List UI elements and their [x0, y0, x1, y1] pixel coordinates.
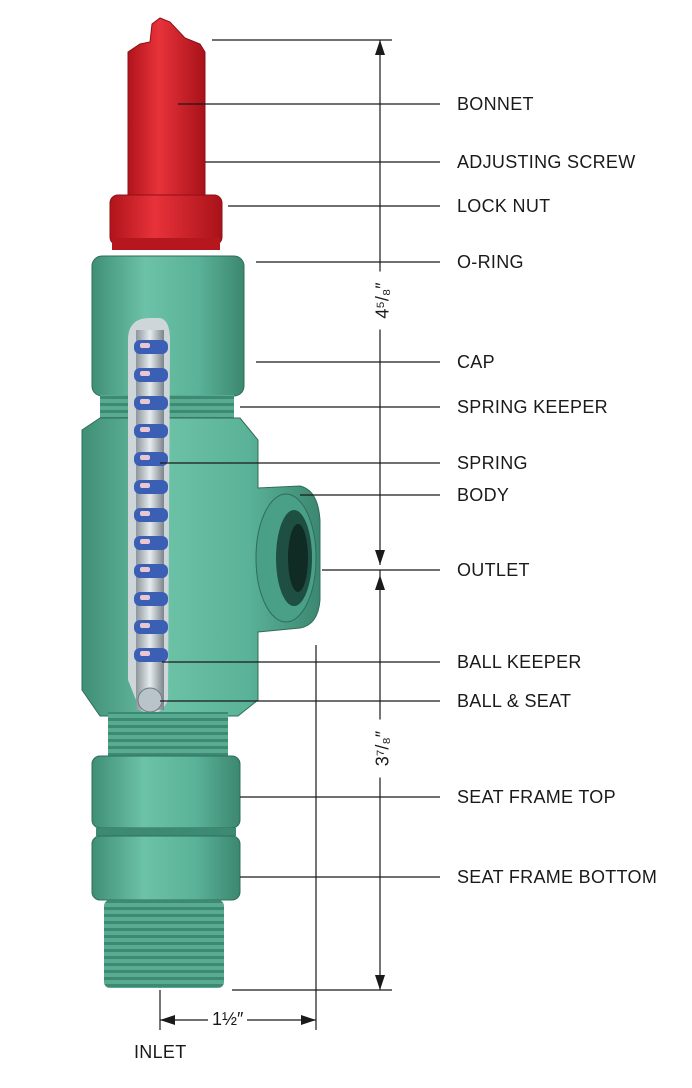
label-o-ring: O-RING: [457, 252, 524, 272]
dimension-upper-height: 4⁵/₈″: [372, 271, 394, 330]
label-ball-keeper: BALL KEEPER: [457, 652, 582, 672]
spring-coil: [134, 480, 168, 494]
dimension-inlet-width: 1½″: [208, 1009, 248, 1030]
ball-seat: [137, 687, 163, 713]
spring-coil: [134, 452, 168, 466]
spring-coil: [134, 368, 168, 382]
seat-frame-part: [91, 712, 241, 988]
spring-coil-highlight: [140, 483, 150, 488]
spring-coil: [134, 620, 168, 634]
spring-coil: [134, 648, 168, 662]
spring-coil-highlight: [140, 343, 150, 348]
spring-coil-highlight: [140, 455, 150, 460]
label-cap: CAP: [457, 352, 495, 372]
spring-coil: [134, 592, 168, 606]
spring-coil: [134, 536, 168, 550]
spring-coil-highlight: [140, 511, 150, 516]
label-seat-frame-top: SEAT FRAME TOP: [457, 787, 616, 807]
label-spring: SPRING: [457, 453, 528, 473]
spring-coil-highlight: [140, 399, 150, 404]
label-ball-and-seat: BALL & SEAT: [457, 691, 572, 711]
label-bonnet: BONNET: [457, 94, 534, 114]
spring-coil-highlight: [140, 371, 150, 376]
spring-coil-highlight: [140, 651, 150, 656]
spring-coil: [134, 424, 168, 438]
label-inlet: INLET: [134, 1042, 187, 1062]
spring-coil: [134, 508, 168, 522]
label-body: BODY: [457, 485, 510, 505]
spring-coil: [134, 340, 168, 354]
spring-coil-highlight: [140, 567, 150, 572]
spring-coil-highlight: [140, 427, 150, 432]
spring-coil-highlight: [140, 539, 150, 544]
spring-coil: [134, 564, 168, 578]
spring-coil-highlight: [140, 595, 150, 600]
label-lock-nut: LOCK NUT: [457, 196, 551, 216]
spring-coil: [134, 396, 168, 410]
dimension-lower-height: 3⁷/₈″: [372, 719, 394, 778]
leader-lines: [160, 103, 440, 878]
dimension-arrows: [160, 40, 385, 1025]
spring-coil-highlight: [140, 623, 150, 628]
spring-coils: [134, 340, 168, 713]
label-outlet: OUTLET: [457, 560, 530, 580]
label-spring-keeper: SPRING KEEPER: [457, 397, 608, 417]
label-adjusting-screw: ADJUSTING SCREW: [457, 152, 636, 172]
bonnet-part: [109, 17, 223, 250]
label-seat-frame-bottom: SEAT FRAME BOTTOM: [457, 867, 658, 887]
